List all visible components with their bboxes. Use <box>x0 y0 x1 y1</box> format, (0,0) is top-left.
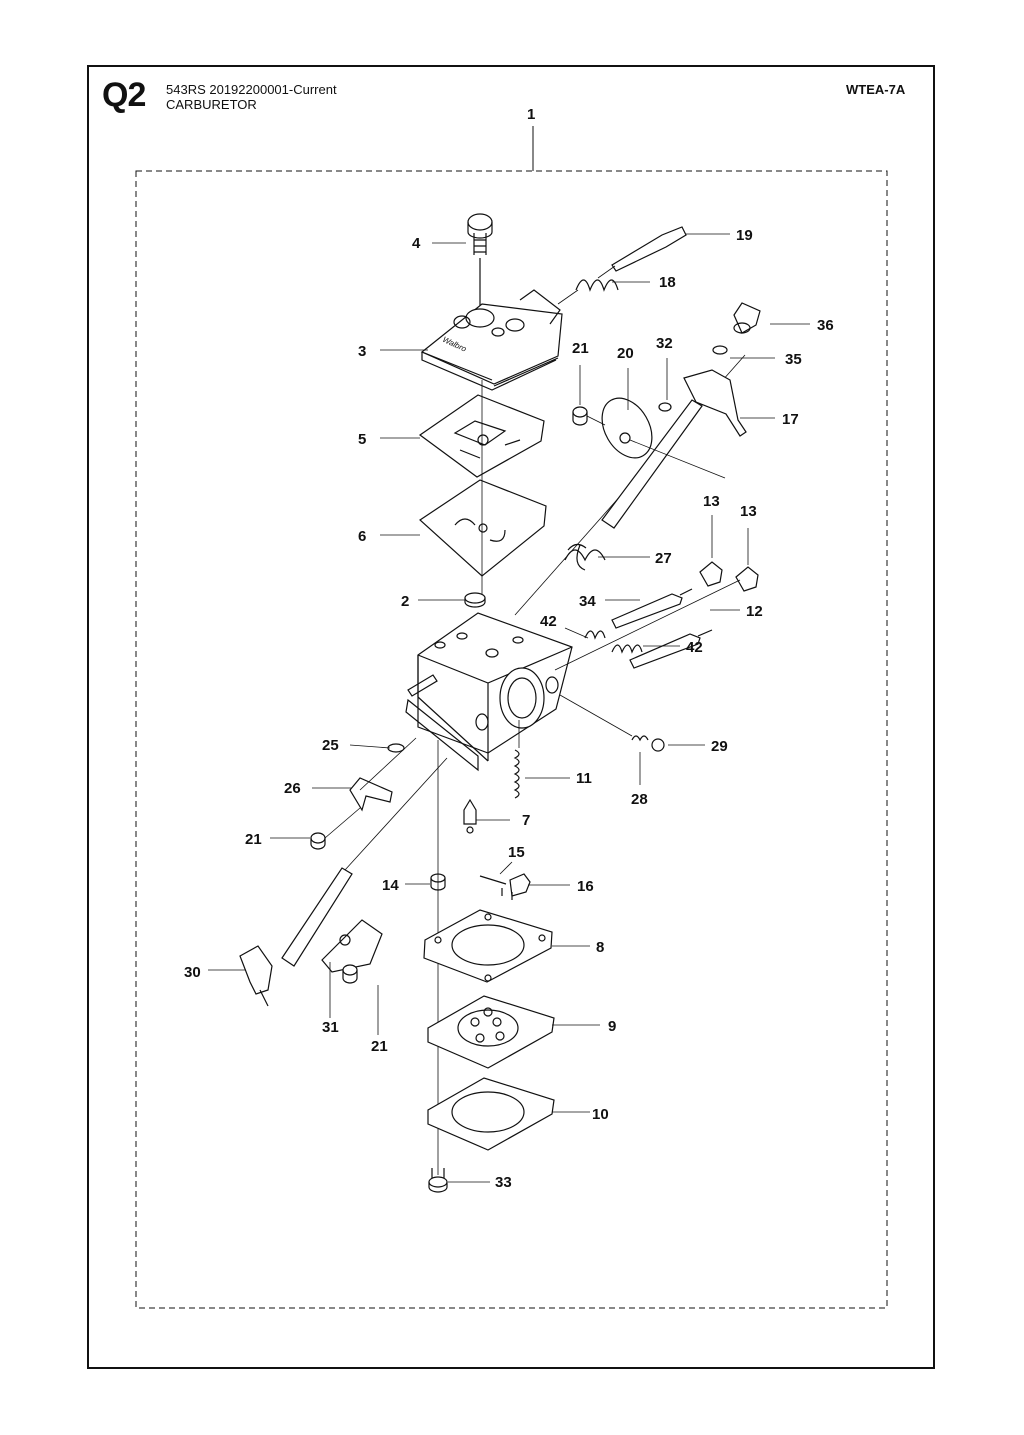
callout-28: 28 <box>631 791 648 808</box>
callout-31: 31 <box>322 1019 339 1036</box>
part-cap-13-a <box>699 561 723 587</box>
part-cover-3 <box>420 289 563 391</box>
part-screw-21-top <box>572 406 606 426</box>
part-spring-28 <box>631 735 649 742</box>
callout-15: 15 <box>508 844 525 861</box>
callout-13-a: 13 <box>703 493 720 510</box>
callout-35: 35 <box>785 351 802 368</box>
page-frame <box>87 65 935 1369</box>
callout-1: 1 <box>527 106 535 123</box>
part-ball-29 <box>651 738 665 752</box>
callout-6: 6 <box>358 528 366 545</box>
part-washer-35 <box>712 345 728 355</box>
part-clip-32 <box>658 402 672 412</box>
callout-8: 8 <box>596 939 604 956</box>
callout-9: 9 <box>608 1018 616 1035</box>
part-spring-42-a <box>584 630 606 640</box>
part-screw-21-bottom <box>342 964 358 984</box>
callout-42-b: 42 <box>686 639 703 656</box>
callout-12: 12 <box>746 603 763 620</box>
part-carburetor-body <box>405 612 573 772</box>
callout-29: 29 <box>711 738 728 755</box>
callout-14: 14 <box>382 877 399 894</box>
callout-16: 16 <box>577 878 594 895</box>
part-pin-15 <box>479 875 507 885</box>
part-plug-2 <box>464 592 486 608</box>
callout-21-left: 21 <box>245 831 262 848</box>
callout-21-bottom: 21 <box>371 1038 388 1055</box>
callout-3: 3 <box>358 343 366 360</box>
part-lever-16 <box>501 873 531 900</box>
callout-11: 11 <box>576 770 592 787</box>
part-lever-26 <box>349 777 393 812</box>
callout-26: 26 <box>284 780 301 797</box>
part-diaphragm-9 <box>427 995 555 1069</box>
callout-19: 19 <box>736 227 753 244</box>
part-gasket-8 <box>423 909 553 983</box>
callout-2: 2 <box>401 593 409 610</box>
part-screw-21-left <box>310 807 361 850</box>
assembly-name: CARBURETOR <box>166 97 257 112</box>
part-spring-27 <box>564 543 606 571</box>
callout-25: 25 <box>322 737 339 754</box>
part-needle-7 <box>463 798 477 834</box>
part-needle-12 <box>629 629 713 669</box>
part-spring-11 <box>513 720 520 799</box>
callout-10: 10 <box>592 1106 609 1123</box>
part-cap-13-b <box>735 566 759 592</box>
callout-34: 34 <box>579 593 596 610</box>
callout-36: 36 <box>817 317 834 334</box>
callout-32: 32 <box>656 335 673 352</box>
callout-27: 27 <box>655 550 672 567</box>
diagram-code: WTEA-7A <box>846 82 906 97</box>
part-screw-4 <box>467 213 493 312</box>
callout-18: 18 <box>659 274 676 291</box>
part-clip-25 <box>387 743 405 753</box>
section-code: Q2 <box>102 76 146 114</box>
callout-13-b: 13 <box>740 503 757 520</box>
callout-21-top: 21 <box>572 340 589 357</box>
callout-20: 20 <box>617 345 634 362</box>
assembly-boundary <box>135 170 888 1309</box>
part-screw-33 <box>428 1168 448 1193</box>
part-needle-34 <box>611 588 693 629</box>
callout-17: 17 <box>782 411 799 428</box>
callout-42-a: 42 <box>540 613 557 630</box>
callout-33: 33 <box>495 1174 512 1191</box>
callout-5: 5 <box>358 431 366 448</box>
model-line: 543RS 20192200001-Current <box>166 82 337 97</box>
part-gasket-10 <box>427 1077 555 1151</box>
part-spring-42-b <box>611 644 643 654</box>
callout-30: 30 <box>184 964 201 981</box>
callout-7: 7 <box>522 812 530 829</box>
part-throttle-plate-31 <box>321 919 383 973</box>
part-pin-19 <box>597 226 687 279</box>
part-choke-plate-20 <box>601 397 726 479</box>
callout-4: 4 <box>412 235 421 252</box>
part-throttle-shaft-30 <box>239 757 448 1007</box>
part-choke-shaft-17 <box>514 354 747 616</box>
part-cap-36 <box>733 302 761 334</box>
part-gasket-6 <box>419 479 547 577</box>
part-spring-18 <box>557 279 619 305</box>
